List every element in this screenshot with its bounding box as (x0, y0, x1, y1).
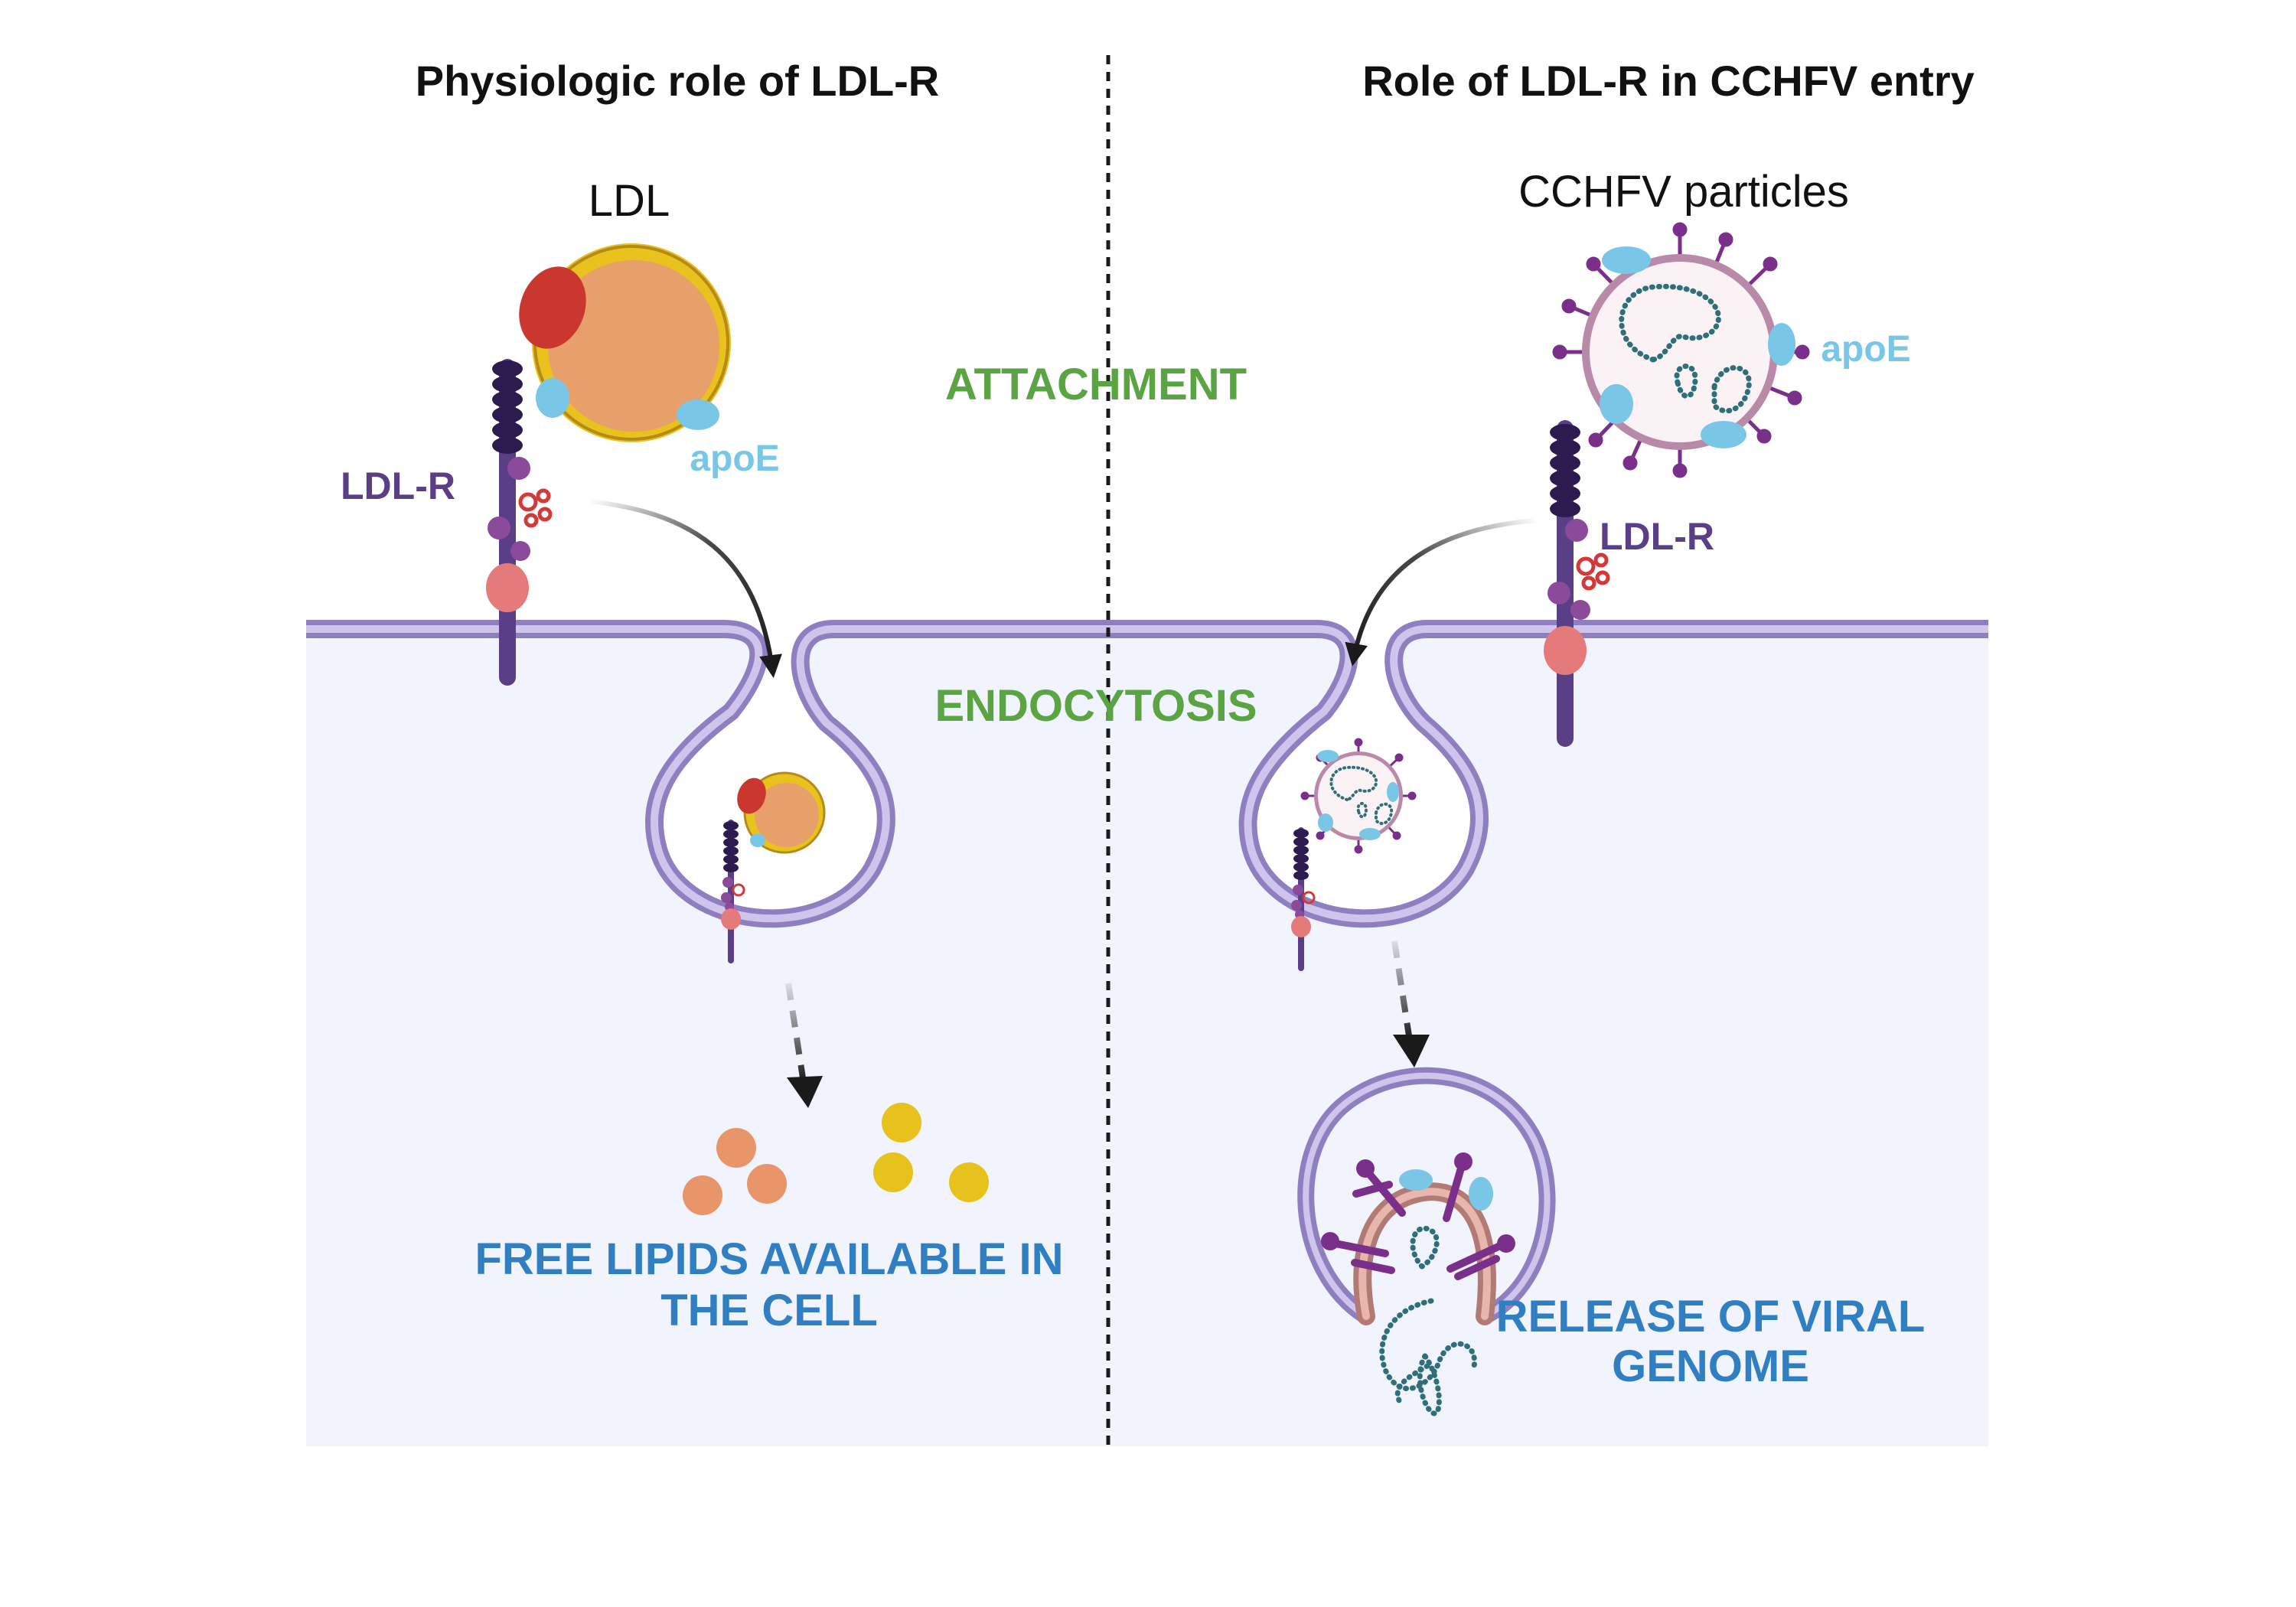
ldlr-label-right: LDL-R (1600, 515, 1714, 558)
internalized-ldl (737, 771, 826, 854)
left-panel-title: Physiologic role of LDL-R (416, 57, 939, 105)
lipid-release-arrow (785, 983, 807, 1084)
released-viral-genome (1379, 1225, 1477, 1416)
cytoplasm-area (306, 629, 1988, 1446)
cchfv-particles-label: CCHFV particles (1518, 167, 1849, 217)
free-lipids-label-line1: FREE LIPIDS AVAILABLE IN (475, 1234, 1063, 1284)
apoe-protein (677, 399, 719, 430)
apoe-label-right: apoE (1821, 329, 1910, 370)
apoe-protein (536, 378, 569, 418)
ldl-particle (519, 243, 731, 442)
endosome-fusion (1297, 1067, 1556, 1325)
right-panel-title: Role of LDL-R in CCHFV entry (1362, 57, 1975, 105)
fusion-arrow (1391, 940, 1413, 1041)
ldlr-label-left: LDL-R (341, 464, 455, 507)
free-lipids (683, 1103, 989, 1215)
attachment-arrow-right (1345, 518, 1538, 667)
free-lipids-label-line2: THE CELL (660, 1286, 878, 1335)
internalized-virus (1300, 738, 1417, 854)
cell-membrane (306, 620, 1988, 1446)
release-label-line2: GENOME (1612, 1341, 1809, 1391)
ldl-receptor-right (1544, 420, 1610, 747)
release-label-line1: RELEASE OF VIRAL (1496, 1292, 1926, 1341)
attachment-arrow-left (589, 499, 782, 678)
ldl-label: LDL (589, 176, 670, 226)
apoe-label-left: apoE (690, 438, 779, 479)
apob-protein (519, 266, 586, 349)
attachment-label: ATTACHMENT (945, 360, 1247, 409)
endocytosis-label: ENDOCYTOSIS (934, 681, 1257, 731)
ldl-receptor-left (486, 359, 553, 686)
cchfv-particle (1552, 222, 1810, 478)
